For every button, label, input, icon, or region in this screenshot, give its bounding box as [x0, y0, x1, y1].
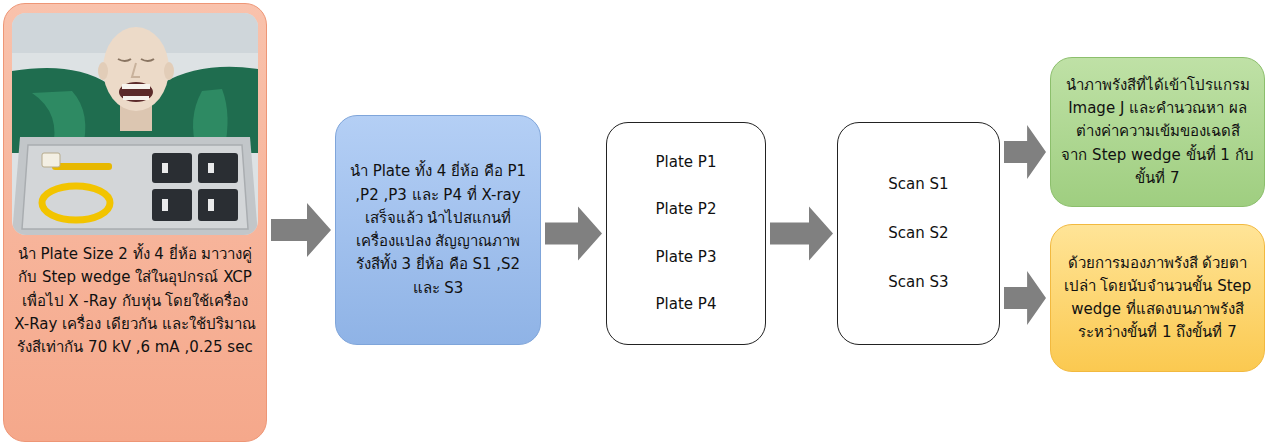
photo-background [12, 13, 258, 235]
xcp-aiming-ring [42, 186, 110, 220]
block-arrow [271, 203, 331, 257]
list-box: Plate P1 Plate P2 Plate P3 Plate P4 [606, 122, 766, 345]
mannequin-teeth [123, 96, 149, 100]
block-arrow [1004, 125, 1046, 179]
result-box: นำภาพรังสีที่ได้เข้าโปรแกรม Image J และค… [1050, 57, 1265, 207]
mannequin-ear [98, 62, 108, 80]
list-box: Scan S1 Scan S2 Scan S3 [837, 122, 1000, 345]
imaging-plate [152, 189, 192, 221]
node-text: นำภาพรังสีที่ได้เข้าโปรแกรม Image J และค… [1061, 74, 1254, 190]
node-text: Plate P3 [656, 246, 717, 269]
instrument-tray [12, 137, 258, 235]
mannequin-nose [132, 63, 140, 77]
tray-inner [22, 145, 248, 229]
plate-mark [208, 163, 214, 173]
mannequin-teeth [122, 84, 150, 89]
mannequin-ear [164, 62, 174, 80]
imaging-plate [198, 153, 238, 183]
node-text: นำ Plate Size 2 ทั้ง 4 ยี่ห้อ มาวางคู่กั… [14, 243, 256, 359]
process-box: นำ Plate ทั้ง 4 ยี่ห้อ คือ P1 ,P2 ,P3 แล… [335, 115, 541, 345]
node-text: นำ Plate ทั้ง 4 ยี่ห้อ คือ P1 ,P2 ,P3 แล… [346, 160, 530, 300]
plate-mark [162, 199, 168, 211]
imaging-plate [152, 153, 192, 183]
node-text: ด้วยการมองภาพรังสี ด้วยตาเปล่า โดยนับจำน… [1061, 252, 1254, 345]
mannequin-eye [141, 59, 154, 61]
node-text: Plate P1 [656, 151, 717, 174]
result-box: ด้วยการมองภาพรังสี ด้วยตาเปล่า โดยนับจำน… [1050, 224, 1265, 372]
xcp-bite-block [42, 153, 60, 167]
xcp-holder-bar [52, 163, 112, 170]
block-arrow [770, 207, 833, 261]
node-text: Plate P4 [656, 293, 717, 316]
node-text: Scan S3 [888, 271, 948, 294]
block-arrow [545, 207, 602, 261]
plate-mark [208, 199, 214, 211]
mannequin-eye [118, 59, 131, 61]
imaging-plate [198, 189, 238, 221]
mannequin-head [103, 27, 169, 111]
process-box: นำ Plate Size 2 ทั้ง 4 ยี่ห้อ มาวางคู่กั… [3, 3, 267, 442]
plate-mark [162, 163, 168, 173]
block-arrow [1004, 271, 1046, 325]
node-text: Plate P2 [656, 198, 717, 221]
mannequin-mouth [119, 82, 153, 102]
mannequin-photo [12, 13, 258, 235]
node-text: Scan S1 [888, 173, 948, 196]
node-text: Scan S2 [888, 222, 948, 245]
